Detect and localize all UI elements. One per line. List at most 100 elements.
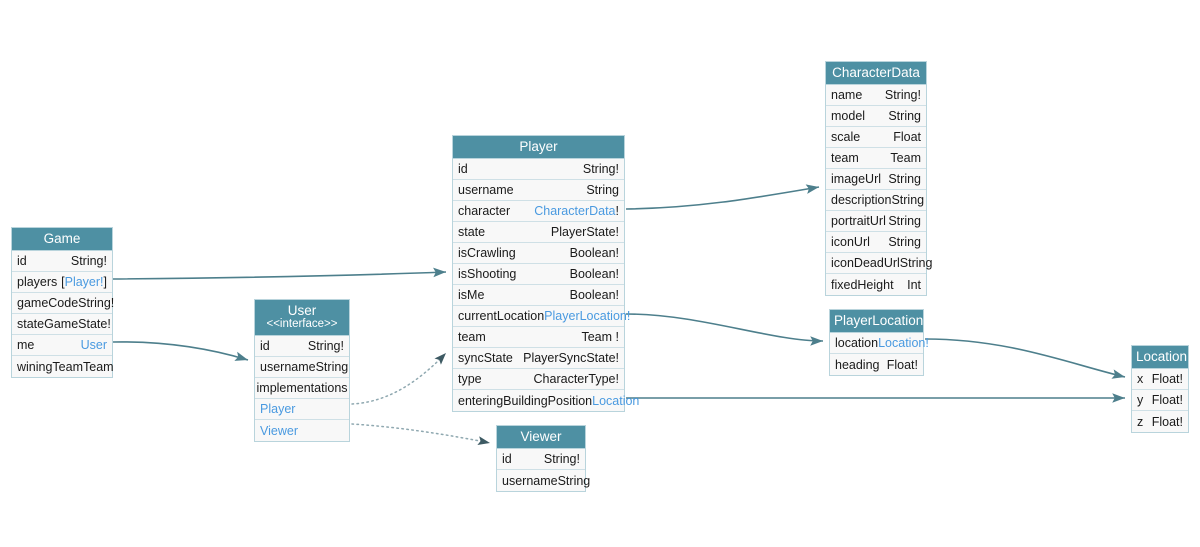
table-row[interactable]: state GameState! bbox=[12, 314, 112, 335]
table-row[interactable]: currentLocation PlayerLocation! bbox=[453, 306, 630, 327]
field-type: Boolean! bbox=[569, 267, 619, 281]
entity-game-title: Game bbox=[12, 228, 112, 251]
field-type: String bbox=[888, 172, 921, 186]
table-row[interactable]: imageUrl String bbox=[826, 169, 926, 190]
field-type: String bbox=[315, 360, 349, 374]
table-row[interactable]: name String! bbox=[826, 85, 926, 106]
field-type: String bbox=[586, 183, 619, 197]
field-type: String bbox=[557, 473, 591, 488]
table-row[interactable]: username String bbox=[255, 357, 349, 378]
table-row[interactable]: team Team ! bbox=[453, 327, 624, 348]
table-row[interactable]: y Float! bbox=[1132, 390, 1188, 411]
field-type: PlayerState! bbox=[550, 225, 619, 239]
entity-player-title: Player bbox=[453, 136, 624, 159]
field-name: y bbox=[1137, 393, 1144, 407]
table-row[interactable]: location Location! bbox=[830, 333, 929, 354]
table-row[interactable]: scale Float bbox=[826, 127, 926, 148]
implementations-label: implementations bbox=[256, 381, 348, 395]
table-row[interactable]: id String! bbox=[12, 251, 112, 272]
field-type-suffix: ! bbox=[626, 309, 631, 323]
entity-location[interactable]: Location x Float! y Float! z Float! bbox=[1131, 345, 1189, 433]
field-type: String! bbox=[307, 339, 344, 353]
table-row[interactable]: id String! bbox=[255, 336, 349, 357]
field-type-suffix: ! bbox=[615, 204, 619, 218]
table-row[interactable]: players [Player!] bbox=[12, 272, 112, 293]
field-name: gameCode bbox=[17, 296, 79, 310]
field-type: CharacterData! bbox=[534, 204, 619, 218]
table-row[interactable]: heading Float! bbox=[830, 354, 923, 375]
field-name: players bbox=[17, 275, 58, 289]
field-type: Float! bbox=[1151, 372, 1183, 386]
field-name: state bbox=[458, 225, 486, 239]
table-row[interactable]: character CharacterData! bbox=[453, 201, 624, 222]
field-type: String! bbox=[70, 254, 107, 268]
field-type: String bbox=[891, 193, 925, 207]
field-type: Team ! bbox=[581, 330, 619, 344]
table-row[interactable]: type CharacterType! bbox=[453, 369, 624, 390]
entity-player[interactable]: Player id String! username String charac… bbox=[452, 135, 639, 412]
field-name: me bbox=[17, 338, 35, 352]
field-type: [Player!] bbox=[61, 275, 107, 289]
table-row[interactable]: gameCode String! bbox=[12, 293, 115, 314]
field-name: team bbox=[831, 151, 859, 165]
entity-playerlocation[interactable]: PlayerLocation location Location! headin… bbox=[829, 309, 929, 376]
field-type: Location! bbox=[878, 336, 929, 350]
field-name: z bbox=[1137, 414, 1144, 429]
table-row[interactable]: username String bbox=[497, 470, 590, 491]
table-row[interactable]: syncState PlayerSyncState! bbox=[453, 348, 624, 369]
implementation-item-viewer[interactable]: Viewer bbox=[255, 420, 349, 441]
entity-user[interactable]: User <<interface>> id String! username S… bbox=[254, 299, 350, 442]
field-type: Team bbox=[83, 359, 114, 374]
table-row[interactable]: iconDeadUrl String bbox=[826, 253, 932, 274]
field-type: String! bbox=[78, 296, 115, 310]
field-type: String! bbox=[543, 452, 580, 466]
field-name: scale bbox=[831, 130, 861, 144]
table-row[interactable]: portraitUrl String bbox=[826, 211, 926, 232]
table-row[interactable]: isShooting Boolean! bbox=[453, 264, 624, 285]
field-name: id bbox=[502, 452, 512, 466]
field-type-ref: Player! bbox=[64, 275, 104, 289]
field-type: Boolean! bbox=[569, 246, 619, 260]
entity-game[interactable]: Game id String! players [Player!] gameCo… bbox=[11, 227, 115, 378]
table-row[interactable]: me User bbox=[12, 335, 112, 356]
entity-viewer[interactable]: Viewer id String! username String bbox=[496, 425, 590, 492]
table-row[interactable]: enteringBuildingPosition Location bbox=[453, 390, 639, 411]
field-type: String bbox=[888, 235, 921, 249]
implementation-item-player[interactable]: Player bbox=[255, 399, 349, 420]
table-row[interactable]: id String! bbox=[453, 159, 624, 180]
table-row[interactable]: team Team bbox=[826, 148, 926, 169]
entity-user-title: User <<interface>> bbox=[255, 300, 349, 336]
field-type: Float! bbox=[1151, 393, 1183, 407]
table-row[interactable]: x Float! bbox=[1132, 369, 1188, 390]
implementations-header: implementations bbox=[255, 378, 349, 399]
table-row[interactable]: fixedHeight Int bbox=[826, 274, 926, 295]
table-row[interactable]: description String bbox=[826, 190, 926, 211]
table-row[interactable]: username String bbox=[453, 180, 624, 201]
table-row[interactable]: state PlayerState! bbox=[453, 222, 624, 243]
table-row[interactable]: id String! bbox=[497, 449, 585, 470]
table-row[interactable]: isMe Boolean! bbox=[453, 285, 624, 306]
field-type: PlayerLocation! bbox=[544, 309, 630, 323]
edge-playerlocation-location-to-location bbox=[924, 338, 1126, 379]
implementation-name: Player bbox=[260, 402, 296, 416]
field-name: description bbox=[831, 193, 892, 207]
field-type: GameState! bbox=[44, 317, 111, 331]
field-name: id bbox=[458, 162, 468, 176]
entity-user-stereotype: <<interface>> bbox=[266, 318, 338, 330]
entity-playerlocation-title: PlayerLocation bbox=[830, 310, 923, 333]
field-type: Float bbox=[893, 130, 921, 144]
table-row[interactable]: z Float! bbox=[1132, 411, 1188, 432]
table-row[interactable]: model String bbox=[826, 106, 926, 127]
field-name: location bbox=[835, 336, 879, 350]
field-type: String! bbox=[884, 88, 921, 102]
field-name: name bbox=[831, 88, 863, 102]
table-row[interactable]: isCrawling Boolean! bbox=[453, 243, 624, 264]
table-row[interactable]: winingTeam Team bbox=[12, 356, 114, 377]
field-name: isShooting bbox=[458, 267, 517, 281]
field-name: iconDeadUrl bbox=[831, 256, 900, 270]
field-name: isCrawling bbox=[458, 246, 516, 260]
table-row[interactable]: iconUrl String bbox=[826, 232, 926, 253]
entity-characterdata[interactable]: CharacterData name String! model String … bbox=[825, 61, 932, 296]
field-name: portraitUrl bbox=[831, 214, 886, 228]
